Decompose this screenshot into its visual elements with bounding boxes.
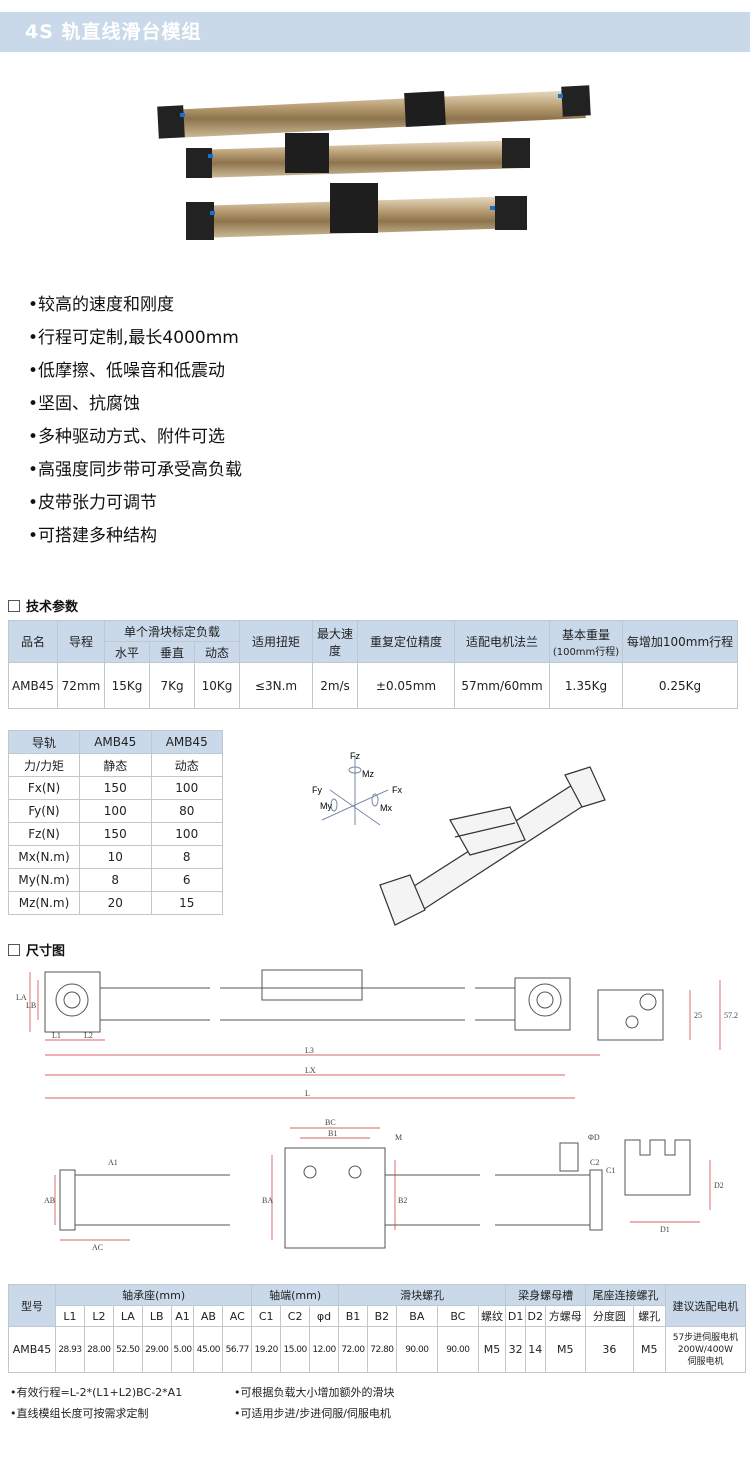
feature-item: •皮带张力可调节 (28, 493, 158, 513)
spec-header: 最大速度 (312, 620, 358, 663)
dim-label: A1 (108, 1158, 118, 1167)
feature-item: •行程可定制,最长4000mm (28, 328, 239, 348)
dim-label: D1 (660, 1225, 670, 1234)
dim-section-title: 尺寸图 (8, 940, 65, 959)
axis-label: Mz (362, 769, 374, 779)
force-axes-diagram: Fz Mz Fy My Fx Mx (312, 751, 606, 926)
spec-header: 动态 (194, 641, 240, 663)
dim-header: 尾座连接螺孔 (585, 1284, 666, 1306)
dimension-table: 型号 轴承座(mm) 轴端(mm) 滑块螺孔 梁身螺母槽 尾座连接螺孔 建议选配… (8, 1284, 747, 1373)
module-middle (186, 133, 530, 178)
table-row: 导轨 AMB45 AMB45 (8, 730, 223, 754)
axis-label: Fy (312, 785, 322, 795)
spec-header: 重复定位精度 (357, 620, 455, 663)
feature-item: •坚固、抗腐蚀 (28, 394, 141, 414)
dim-label: 25 (694, 1011, 702, 1020)
feature-list: •较高的速度和刚度 •行程可定制,最长4000mm •低摩擦、低噪音和低震动 •… (28, 290, 242, 554)
dim-label: LB (26, 1001, 36, 1010)
note: •可适用步进/步进伺服/伺服电机 (234, 1407, 391, 1420)
table-row: 力/力矩 静态 动态 (8, 753, 223, 777)
dim-label: B2 (398, 1196, 407, 1205)
dim-label: C2 (590, 1158, 599, 1167)
note: •有效行程=L-2*(L1+L2)BC-2*A1 (10, 1386, 183, 1399)
dim-label: BA (262, 1196, 273, 1205)
dim-label: C1 (606, 1166, 615, 1175)
product-photo (157, 85, 591, 240)
spec-header: 基本重量(100mm行程) (549, 620, 623, 663)
axis-label: My (320, 801, 332, 811)
module-short (186, 183, 527, 240)
spec-header: 单个滑块标定负载 (104, 620, 240, 642)
dim-label: ΦD (588, 1133, 600, 1142)
title-banner: 4S 轨直线滑台模组 (0, 12, 750, 52)
dim-label: M (395, 1133, 402, 1142)
dim-label: L2 (84, 1031, 93, 1040)
dim-header: 轴端(mm) (251, 1284, 339, 1306)
page-title: 4S 轨直线滑台模组 (25, 21, 202, 43)
axis-label: Fx (392, 785, 402, 795)
note: •直线模组长度可按需求定制 (10, 1407, 149, 1420)
dim-label: D2 (714, 1181, 724, 1190)
dim-label: 57.2 (724, 1011, 738, 1020)
dim-label: LA (16, 993, 27, 1002)
feature-item: •多种驱动方式、附件可选 (28, 427, 226, 447)
dimension-drawing: L1 L2 L3 LX L LA LB 25 57.2 BC B1 M A1 A… (16, 969, 738, 1252)
note: •可根据负载大小增加额外的滑块 (234, 1386, 395, 1399)
spec-header: 每增加100mm行程 (622, 620, 738, 663)
dim-label: L (305, 1089, 310, 1098)
feature-item: •高强度同步带可承受高负载 (28, 460, 243, 480)
dim-header: 建议选配电机 (664, 1284, 747, 1327)
dim-label: B1 (328, 1129, 337, 1138)
spec-header: 垂直 (149, 641, 195, 663)
feature-item: •可搭建多种结构 (28, 526, 158, 546)
dim-label: L3 (305, 1046, 314, 1055)
dim-label: L1 (52, 1031, 61, 1040)
module-sketch (379, 766, 606, 926)
dim-label: AB (44, 1196, 55, 1205)
dim-label: AC (92, 1243, 103, 1252)
checkbox-icon (8, 600, 20, 612)
spec-table: 品名 导程 单个滑块标定负载 适用扭矩 最大速度 重复定位精度 适配电机法兰 基… (8, 620, 738, 709)
tech-section-title: 技术参数 (8, 596, 78, 615)
spec-header: 品名 (8, 620, 58, 663)
spec-header: 适用扭矩 (239, 620, 313, 663)
axis-label: Mx (380, 803, 392, 813)
spec-header: 水平 (104, 641, 150, 663)
dim-label: LX (305, 1066, 316, 1075)
dim-header: 滑块螺孔 (337, 1284, 507, 1306)
dim-label: BC (325, 1118, 336, 1127)
module-long (157, 85, 591, 139)
feature-item: •较高的速度和刚度 (28, 295, 175, 315)
axis-label: Fz (350, 751, 360, 761)
dim-header: 型号 (8, 1284, 56, 1327)
spec-header: 导程 (57, 620, 105, 663)
dim-header: 梁身螺母槽 (505, 1284, 587, 1306)
table-row: AMB45 72mm 15Kg 7Kg 10Kg ≤3N.m 2m/s ±0.0… (8, 662, 738, 709)
feature-item: •低摩擦、低噪音和低震动 (28, 361, 226, 381)
spec-header: 适配电机法兰 (454, 620, 550, 663)
checkbox-icon (8, 944, 20, 956)
dim-header: 轴承座(mm) (54, 1284, 253, 1306)
